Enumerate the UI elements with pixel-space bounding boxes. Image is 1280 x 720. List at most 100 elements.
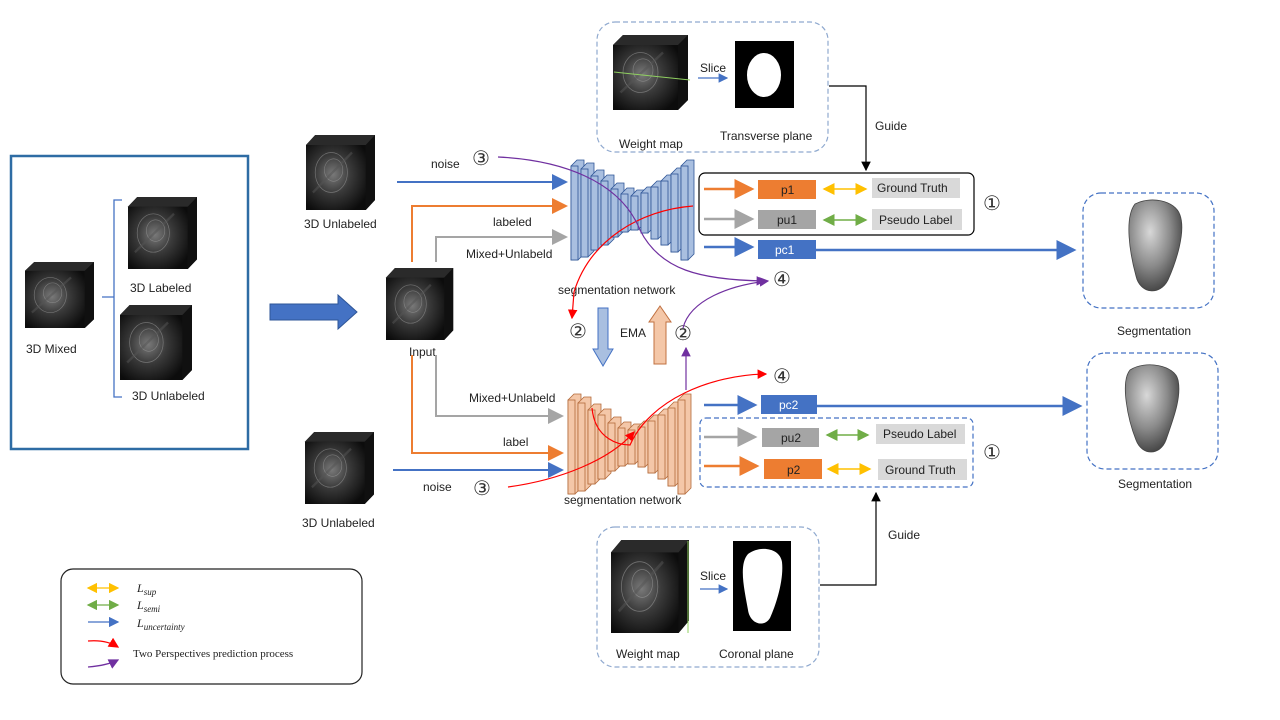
top-red-cross-arrow xyxy=(567,205,694,320)
bottom-net-layer-face xyxy=(667,407,676,487)
bottom-net-layer-face xyxy=(617,427,626,467)
legend-semi-sub: semi xyxy=(144,604,161,614)
bottom-ground-truth-text: Ground Truth xyxy=(885,463,956,477)
bottom-unlabeled-volume-image xyxy=(303,430,376,506)
bottom-weight-panel xyxy=(596,526,820,668)
bottom-pc2-text: pc2 xyxy=(779,398,799,412)
top-weight-volume-image xyxy=(611,33,690,112)
top-unlabeled-volume-image xyxy=(304,133,377,212)
bottom-guide-label: Guide xyxy=(888,528,920,542)
bottom-circle-4: ④ xyxy=(773,364,791,388)
coronal-plane-label: Coronal plane xyxy=(719,647,794,661)
legend-unc-sub: uncertainty xyxy=(144,622,185,632)
bottom-slice-label: Slice xyxy=(700,569,726,583)
bottom-net-layer-face xyxy=(627,429,636,465)
bottom-mixed-label: Mixed+Unlabeld xyxy=(469,391,555,405)
bottom-net-layer-face xyxy=(607,422,616,472)
top-labeled-arrow xyxy=(411,198,568,262)
top-pseudo-label-text: Pseudo Label xyxy=(879,213,952,227)
top-p1-box xyxy=(758,180,816,199)
bottom-red-cross-arrow xyxy=(591,369,768,446)
top-pseudo-label-box xyxy=(872,209,962,230)
bottom-weight-map-label: Weight map xyxy=(616,647,680,661)
top-net-layer-face xyxy=(580,168,589,258)
bottom-network-label: segmentation network xyxy=(564,493,682,507)
top-slice-plane-line xyxy=(613,71,691,81)
bottom-net-layer-face xyxy=(657,414,666,480)
legend-unc-l: L xyxy=(136,616,144,630)
top-segmentation-label: Segmentation xyxy=(1117,324,1191,338)
bottom-net-layer-face xyxy=(567,399,576,495)
bottom-noise-label: noise xyxy=(423,480,452,494)
bottom-mixed-arrow xyxy=(435,355,564,424)
bottom-unlabeled-label: 3D Unlabeled xyxy=(302,516,375,530)
bottom-net-layer-face xyxy=(597,414,606,480)
bottom-net-layer-face xyxy=(647,420,656,474)
top-slice-label: Slice xyxy=(700,61,726,75)
input-volume-image xyxy=(384,266,455,342)
coronal-mask-shape xyxy=(742,548,783,624)
mixed-label: 3D Mixed xyxy=(26,342,77,356)
top-guide-label: Guide xyxy=(875,119,907,133)
top-circle-4: ④ xyxy=(773,267,791,291)
bottom-label-label: label xyxy=(503,435,528,449)
top-circle-3: ③ xyxy=(472,146,490,170)
top-unlabeled-label: 3D Unlabeled xyxy=(304,217,377,231)
ema-circle-2-left: ② xyxy=(569,319,587,343)
ema-up-arrow xyxy=(648,305,672,365)
top-net-layer-face xyxy=(590,175,599,251)
top-net-layer-face xyxy=(600,180,609,246)
main-flow-arrow xyxy=(269,293,358,331)
bottom-pu2-box xyxy=(762,428,819,447)
top-labeled-label: labeled xyxy=(493,215,532,229)
bottom-weight-volume-image xyxy=(609,538,691,635)
legend-process-label: Two Perspectives prediction process xyxy=(133,648,293,660)
top-purple-noise-arrow xyxy=(497,156,767,286)
ema-purple-arrow xyxy=(682,277,770,329)
top-net-layer-face xyxy=(620,193,629,233)
bottom-net-layer-face xyxy=(577,402,586,492)
transverse-mask-shape xyxy=(747,53,781,97)
bottom-pseudo-label-text: Pseudo Label xyxy=(883,427,956,441)
input-label: Input xyxy=(409,345,436,359)
top-net-layer-face xyxy=(570,165,579,261)
legend-unc-label: Luncertainty xyxy=(136,616,185,632)
top-segmentation-network xyxy=(570,159,695,261)
legend-sup-label: Lsup xyxy=(136,581,157,597)
top-segmentation-mesh xyxy=(1128,199,1183,292)
top-net-layer-face xyxy=(660,180,669,246)
bottom-ground-truth-box xyxy=(878,459,967,480)
top-pu1-box xyxy=(758,210,816,229)
ema-circle-2-right: ② xyxy=(674,321,692,345)
bottom-net-layer-face xyxy=(637,426,646,468)
legend-purple-arrow xyxy=(87,659,120,669)
bottom-pu2-text: pu2 xyxy=(781,431,801,445)
legend-box xyxy=(60,568,363,685)
bottom-label-arrow xyxy=(411,355,564,461)
top-mixed-label: Mixed+Unlabeld xyxy=(466,247,552,261)
top-pc1-text: pc1 xyxy=(775,243,795,257)
bottom-circle-1: ① xyxy=(983,440,1001,464)
legend-red-arrow xyxy=(87,637,120,648)
top-weight-map-label: Weight map xyxy=(619,137,683,151)
top-net-layer-face xyxy=(670,173,679,253)
left-data-panel xyxy=(9,154,250,451)
top-weight-panel xyxy=(596,21,829,153)
top-net-layer-face xyxy=(680,165,689,261)
unlabeled-volume-image xyxy=(118,303,194,382)
bottom-segmentation-label: Segmentation xyxy=(1118,477,1192,491)
top-pu1-text: pu1 xyxy=(777,213,797,227)
unlabeled-label: 3D Unlabeled xyxy=(132,389,205,403)
ema-label: EMA xyxy=(620,326,646,340)
bottom-net-layer-face xyxy=(587,409,596,485)
top-pc1-box xyxy=(758,240,816,259)
top-net-layer-face xyxy=(610,188,619,238)
mixed-volume-image xyxy=(23,260,96,330)
ema-down-arrow xyxy=(592,307,614,367)
top-ground-truth-text: Ground Truth xyxy=(877,181,948,195)
bottom-guide-arrow xyxy=(820,491,881,586)
labeled-volume-image xyxy=(126,195,199,271)
bottom-pc2-box xyxy=(761,395,817,414)
top-segmentation-panel xyxy=(1082,192,1215,309)
